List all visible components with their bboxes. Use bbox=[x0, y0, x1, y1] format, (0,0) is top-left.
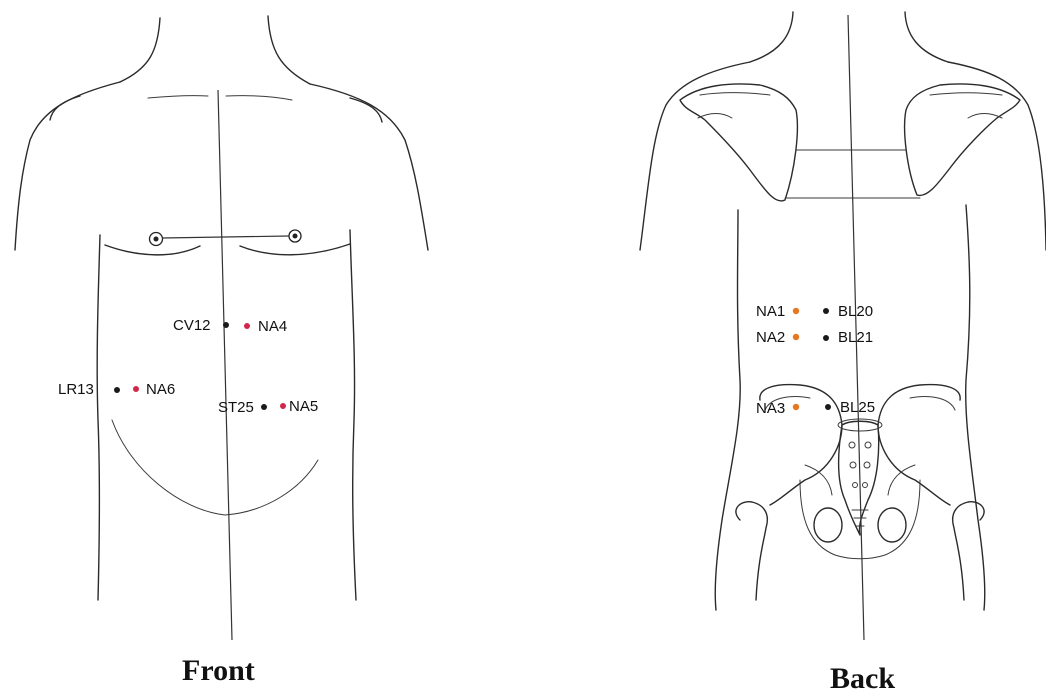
na3-label: NA3 bbox=[756, 400, 785, 417]
back-view-label: Back bbox=[830, 662, 895, 691]
na5-point bbox=[280, 403, 286, 409]
na5-label: NA5 bbox=[289, 398, 318, 415]
front-nipples bbox=[150, 230, 302, 246]
na2-point bbox=[793, 334, 799, 340]
na1-label: NA1 bbox=[756, 303, 785, 320]
back-midline bbox=[848, 15, 864, 640]
na1-point bbox=[793, 308, 799, 314]
bl25-point bbox=[825, 404, 831, 410]
front-midline bbox=[218, 90, 232, 640]
bl20-label: BL20 bbox=[838, 303, 873, 320]
front-body-outline bbox=[15, 16, 428, 600]
bl21-point bbox=[823, 335, 829, 341]
cv12-label: CV12 bbox=[173, 317, 211, 334]
na6-point bbox=[133, 386, 139, 392]
lr13-label: LR13 bbox=[58, 381, 94, 398]
bl20-point bbox=[823, 308, 829, 314]
front-view-label: Front bbox=[182, 654, 255, 687]
na4-label: NA4 bbox=[258, 318, 287, 335]
na2-label: NA2 bbox=[756, 329, 785, 346]
na6-label: NA6 bbox=[146, 381, 175, 398]
bl25-label: BL25 bbox=[840, 399, 875, 416]
na4-point bbox=[244, 323, 250, 329]
bl21-label: BL21 bbox=[838, 329, 873, 346]
st25-label: ST25 bbox=[218, 399, 254, 416]
cv12-point bbox=[223, 322, 229, 328]
st25-point bbox=[261, 404, 267, 410]
na3-point bbox=[793, 404, 799, 410]
lr13-point bbox=[114, 387, 120, 393]
